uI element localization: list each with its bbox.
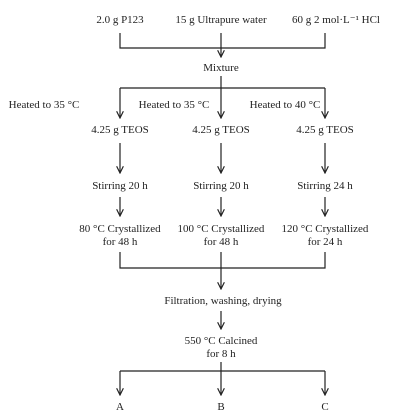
heating-label-b: Heated to 35 °C: [139, 99, 210, 111]
crystallized-b-line2: for 48 h: [204, 236, 239, 248]
crystallized-b-line1: 100 °C Crystallized: [178, 223, 265, 235]
input-water: 15 g Ultrapure water: [175, 14, 267, 26]
mixture-label: Mixture: [203, 62, 239, 74]
product-c: C: [321, 401, 328, 413]
input-hcl: 60 g 2 mol·L⁻¹ HCl: [292, 14, 380, 26]
teos-c: 4.25 g TEOS: [296, 124, 354, 136]
merge-bracket-crystals: [119, 252, 326, 269]
teos-b: 4.25 g TEOS: [192, 124, 250, 136]
calcined-line1: 550 °C Calcined: [185, 335, 258, 347]
filtration-label: Filtration, washing, drying: [164, 295, 282, 307]
crystallized-c-line2: for 24 h: [308, 236, 343, 248]
stirring-c: Stirring 24 h: [297, 180, 353, 192]
calcined-line2: for 8 h: [206, 348, 236, 360]
stirring-a: Stirring 20 h: [92, 180, 148, 192]
stirring-b: Stirring 20 h: [193, 180, 249, 192]
heating-label-c: Heated to 40 °C: [250, 99, 321, 111]
merge-bracket-inputs: [119, 33, 326, 49]
heating-label-a: Heated to 35 °C: [9, 99, 80, 111]
teos-a: 4.25 g TEOS: [91, 124, 149, 136]
product-b: B: [217, 401, 224, 413]
crystallized-c-line1: 120 °C Crystallized: [282, 223, 369, 235]
input-p123: 2.0 g P123: [96, 14, 144, 26]
product-a: A: [116, 401, 124, 413]
crystallized-a-line2: for 48 h: [103, 236, 138, 248]
crystallized-a-line1: 80 °C Crystallized: [79, 223, 161, 235]
